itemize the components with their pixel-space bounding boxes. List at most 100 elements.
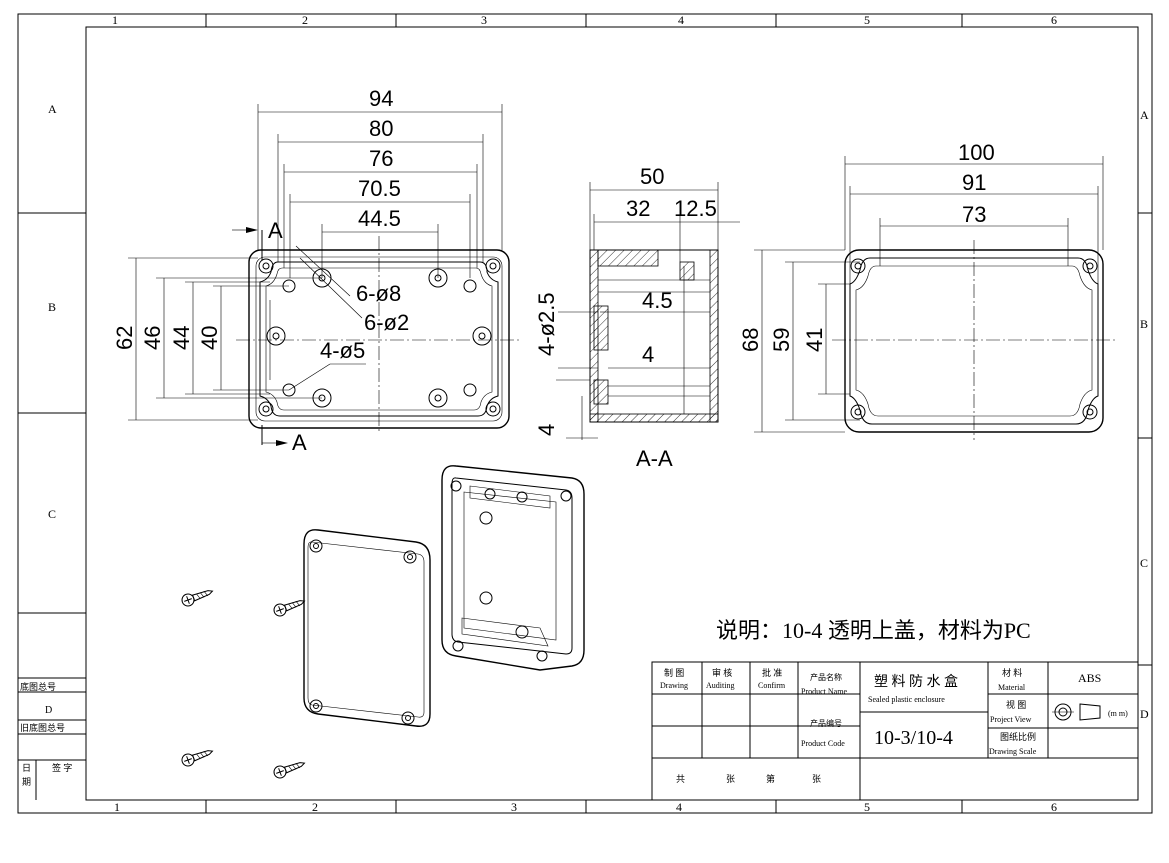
row-label: C <box>1140 556 1148 570</box>
screw-icon <box>181 750 214 767</box>
dim-73: 73 <box>962 202 986 227</box>
col-label: 3 <box>511 800 517 814</box>
front-view <box>128 104 520 446</box>
col-label: 6 <box>1051 13 1057 27</box>
screw-icon <box>273 762 306 779</box>
column-labels-top: 1 2 3 4 5 6 <box>112 13 1057 27</box>
iso-box <box>441 465 585 671</box>
dim-40: 40 <box>197 326 222 350</box>
tb-product-name-en: Product Name <box>801 687 847 696</box>
dim-hole-2-5: 4-ø2.5 <box>534 292 559 356</box>
col-label: 6 <box>1051 800 1057 814</box>
tb-sheets-unit1: 张 <box>726 774 735 784</box>
strip-label: 签 字 <box>52 762 72 773</box>
col-label: 1 <box>112 13 118 27</box>
section-caption: A-A <box>636 446 673 471</box>
tb-material-value: ABS <box>1078 671 1101 685</box>
top-view-dims: 100 91 73 68 59 41 <box>738 140 995 352</box>
tb-confirm-en: Confirm <box>758 681 786 690</box>
iso-lid <box>303 529 431 727</box>
dim-59: 59 <box>769 328 794 352</box>
dim-46: 46 <box>140 326 165 350</box>
col-label: 5 <box>864 13 870 27</box>
dim-12-5: 12.5 <box>674 196 717 221</box>
screw-icon <box>181 590 214 607</box>
row-label: B <box>48 300 56 314</box>
tb-scale-cn: 图纸比例 <box>1000 731 1036 742</box>
section-view <box>556 182 740 440</box>
front-view-dims: 94 80 76 70.5 44.5 62 46 44 40 6-ø8 6-ø2… <box>112 86 409 455</box>
tb-product-code-cn: 产品编号 <box>810 718 842 728</box>
tb-view-cn: 视 图 <box>1006 699 1026 710</box>
drawing-note: 说明：10-4 透明上盖，材料为PC <box>716 618 1031 643</box>
tb-scale-en: Drawing Scale <box>989 747 1037 756</box>
section-mark-bottom: A <box>292 430 307 455</box>
dim-4-a: 4 <box>642 342 654 367</box>
column-labels-bottom: 1 2 3 4 5 6 <box>114 800 1057 814</box>
strip-label: D <box>45 705 52 716</box>
screw-icon <box>273 600 306 617</box>
top-view <box>754 156 1118 440</box>
tb-auditing-en: Auditing <box>706 681 734 690</box>
col-label: 2 <box>302 13 308 27</box>
tb-material-en: Material <box>998 683 1026 692</box>
tb-material-cn: 材 料 <box>1002 667 1022 678</box>
col-label: 1 <box>114 800 120 814</box>
dim-41: 41 <box>802 328 827 352</box>
dim-44-5: 44.5 <box>358 206 401 231</box>
section-mark-top: A <box>268 218 283 243</box>
col-label: 5 <box>864 800 870 814</box>
row-labels-left: A B C <box>48 102 57 521</box>
dim-91: 91 <box>962 170 986 195</box>
tb-drawing-en: Drawing <box>660 681 688 690</box>
col-label: 2 <box>312 800 318 814</box>
row-label: C <box>48 507 56 521</box>
tb-unit: (m m) <box>1108 709 1128 718</box>
tb-confirm-cn: 批 准 <box>762 667 782 678</box>
tb-sheets-total: 共 <box>676 774 685 784</box>
revision-strip: 底图总号 D 旧底图总号 日 签 字 期 <box>18 677 86 800</box>
tb-product-name-value-cn: 塑 料 防 水 盒 <box>874 673 958 690</box>
dim-100: 100 <box>958 140 995 165</box>
title-block: 制 图 Drawing 审 核 Auditing 批 准 Confirm 产品名… <box>651 661 1139 801</box>
hole-label-5: 4-ø5 <box>320 338 365 363</box>
col-label: 4 <box>678 13 684 27</box>
row-label: D <box>1140 707 1149 721</box>
tb-drawing-cn: 制 图 <box>664 667 684 678</box>
hole-label-8: 6-ø8 <box>356 281 401 306</box>
row-label: B <box>1140 317 1148 331</box>
strip-label: 旧底图总号 <box>20 722 65 733</box>
dim-4-5: 4.5 <box>642 288 673 313</box>
strip-label: 期 <box>22 777 31 787</box>
row-label: A <box>1140 108 1149 122</box>
projection-symbol-icon <box>1052 703 1101 721</box>
dim-70-5: 70.5 <box>358 176 401 201</box>
tb-product-code-en: Product Code <box>801 739 845 748</box>
screws <box>181 590 306 779</box>
col-label: 3 <box>481 13 487 27</box>
dim-94: 94 <box>369 86 393 111</box>
row-labels-right: A B C D <box>1140 108 1149 721</box>
tb-sheets-unit2: 张 <box>812 774 821 784</box>
dim-32: 32 <box>626 196 650 221</box>
tb-auditing-cn: 审 核 <box>712 667 732 678</box>
tb-product-name-cn: 产品名称 <box>810 672 842 682</box>
tb-product-code-value: 10-3/10-4 <box>874 727 953 749</box>
strip-label: 日 <box>22 763 31 773</box>
dim-50: 50 <box>640 164 664 189</box>
col-label: 4 <box>676 800 682 814</box>
strip-label: 底图总号 <box>20 681 56 692</box>
dim-4-b: 4 <box>534 424 559 436</box>
dim-76: 76 <box>369 146 393 171</box>
tb-sheets-no: 第 <box>766 773 775 784</box>
section-view-dims: 50 32 12.5 4.5 4 4 4-ø2.5 A-A <box>534 164 717 471</box>
dim-80: 80 <box>369 116 393 141</box>
dim-44: 44 <box>169 326 194 350</box>
dim-68: 68 <box>738 328 763 352</box>
hole-label-2: 6-ø2 <box>364 310 409 335</box>
dim-62: 62 <box>112 326 137 350</box>
tb-view-en: Project View <box>990 715 1032 724</box>
drawing-frame <box>17 13 1153 814</box>
row-label: A <box>48 102 57 116</box>
